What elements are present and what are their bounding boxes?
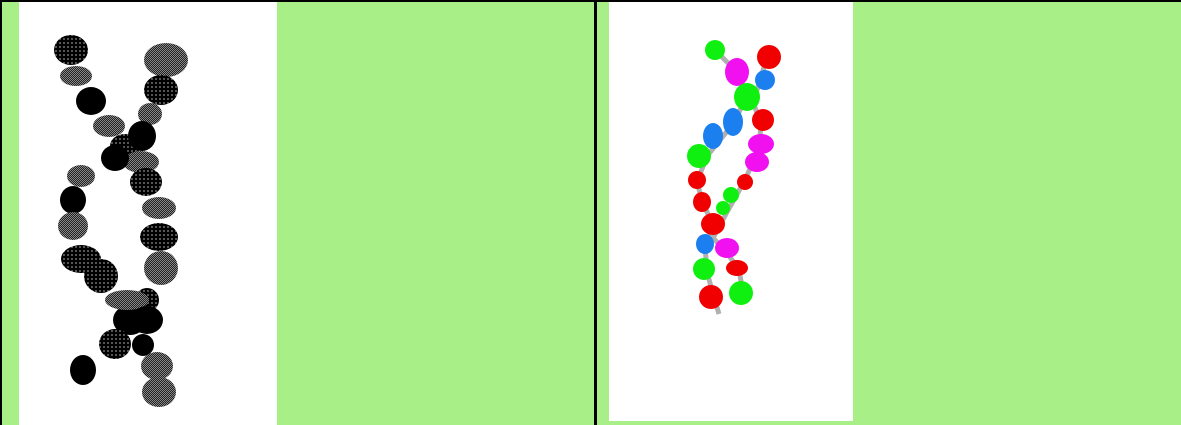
table-cell-right [597, 2, 1181, 425]
dna-helix-monochrome-picture [19, 2, 277, 425]
dna-helix-color-picture [609, 2, 853, 421]
table-cell-left [2, 2, 594, 425]
dna-helix-color-icon [609, 2, 853, 421]
dna-helix-monochrome-icon [19, 2, 277, 425]
